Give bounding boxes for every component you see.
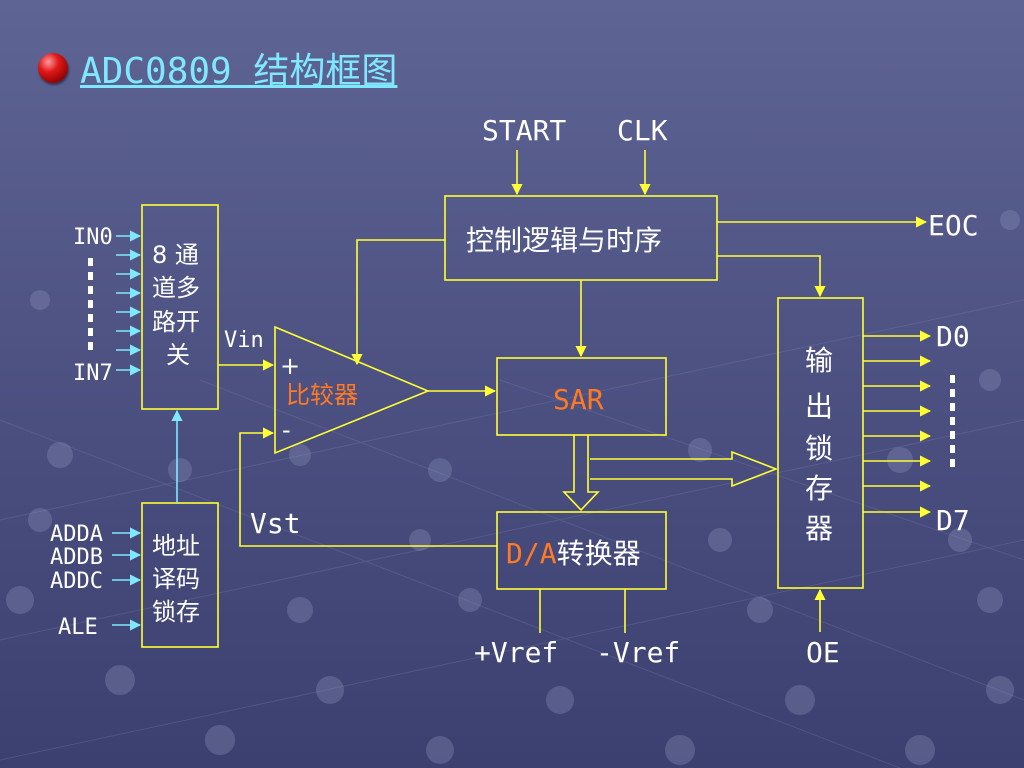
sar-label: SAR (553, 383, 604, 416)
da-converter-block (496, 511, 667, 590)
addb-label: ADDB (50, 545, 103, 570)
oe-label: OE (806, 636, 840, 669)
vref-pos-label: +Vref (474, 636, 558, 669)
mux-label-line1: 8 通 (152, 241, 199, 269)
mux-label-line2: 道多 (152, 274, 200, 302)
analog-input-lines (116, 230, 142, 376)
red-bullet-icon (38, 53, 68, 83)
vref-neg-label: -Vref (596, 636, 680, 669)
da-suffix: 转换器 (557, 537, 641, 570)
start-label: START (482, 114, 566, 147)
output-latch-block (777, 297, 864, 589)
data-output-lines (863, 330, 932, 518)
mux-label-line4: 关 (166, 341, 190, 369)
vst-feedback-wire (239, 427, 497, 547)
slide-title: ADC0809 结构框图 (80, 51, 398, 92)
address-latch-label-line2: 译码 (152, 565, 200, 593)
comparator-label: 比较器 (286, 381, 358, 409)
mux-label-line3: 路开 (152, 308, 200, 336)
ale-label: ALE (58, 615, 98, 640)
address-latch-block (141, 502, 219, 648)
in7-label: IN7 (73, 361, 113, 386)
addc-label: ADDC (50, 569, 103, 594)
d0-label: D0 (936, 320, 970, 353)
latch-label-line3: 锁 (805, 432, 833, 465)
latch-label-line2: 出 (805, 390, 833, 423)
d7-label: D7 (936, 504, 970, 537)
latch-label-line5: 器 (805, 512, 833, 545)
vin-label: Vin (224, 328, 264, 353)
control-logic-label: 控制逻辑与时序 (466, 224, 662, 257)
comparator-plus-label: + (280, 352, 300, 380)
latch-label-line1: 输 (805, 344, 833, 377)
da-converter-label: D/A转换器 (506, 537, 641, 570)
sar-to-da-arrow (562, 435, 600, 512)
address-latch-label-line1: 地址 (152, 532, 200, 560)
address-latch-label-line3: 锁存 (152, 598, 200, 626)
comparator-minus-label: - (282, 416, 291, 444)
sar-to-latch-arrow (590, 450, 779, 488)
latch-label-line4: 存 (805, 472, 833, 505)
output-ellipsis-dots (950, 375, 955, 467)
clk-label: CLK (617, 114, 668, 147)
in0-label: IN0 (73, 225, 113, 250)
sar-block (496, 357, 667, 436)
control-to-latch-wire (717, 255, 826, 298)
adda-label: ADDA (50, 522, 103, 547)
address-input-lines (112, 527, 142, 631)
da-prefix: D/A (506, 537, 557, 570)
control-to-comparator-wire (351, 239, 445, 366)
vst-label: Vst (250, 507, 301, 540)
input-ellipsis-dots (88, 258, 93, 350)
eoc-label: EOC (928, 209, 979, 242)
slide-title-row: ADC0809 结构框图 (38, 44, 397, 92)
mux-block (141, 204, 219, 410)
